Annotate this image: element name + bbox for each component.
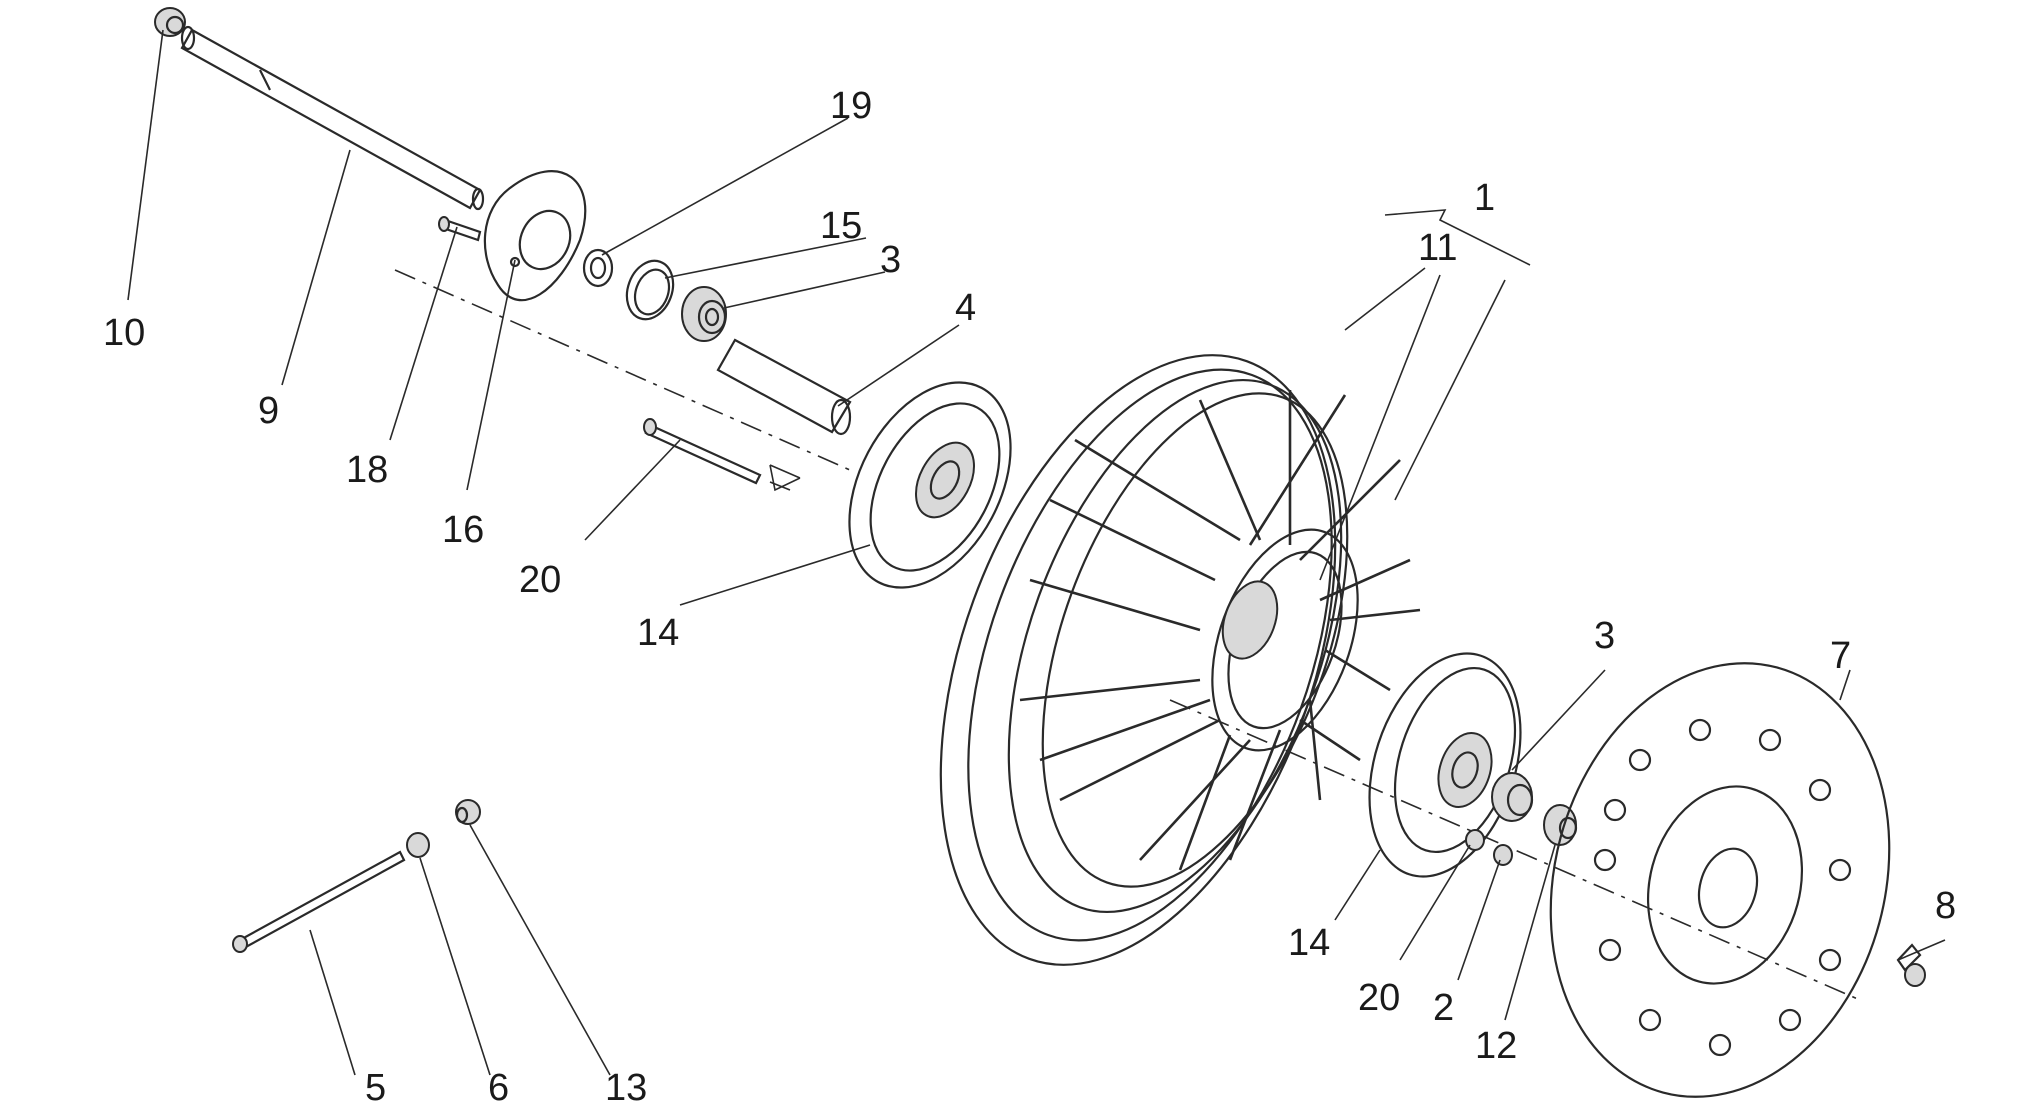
callout-14-left: 14 <box>637 612 679 654</box>
callout-3-bottom: 3 <box>1594 615 1615 657</box>
callout-15: 15 <box>820 205 862 247</box>
spacer-tube-4 <box>716 338 852 436</box>
anchor-plate-16 <box>483 170 587 302</box>
callout-14-right: 14 <box>1288 922 1330 964</box>
hub-cover-14-left <box>848 381 1012 589</box>
callout-16: 16 <box>442 509 484 551</box>
callout-12: 11 <box>1418 227 1457 269</box>
callout-2: 2 <box>1433 987 1454 1029</box>
washer-20 <box>1465 829 1485 851</box>
spoked-wheel-1 <box>939 354 1421 966</box>
disc-holes <box>1593 718 1852 1057</box>
callout-20: 20 <box>1358 977 1400 1019</box>
callout-19: 20 <box>519 559 561 601</box>
wheel-spokes <box>1019 390 1421 871</box>
bolt-8 <box>1896 943 1926 987</box>
brake-disc-7 <box>1549 662 1891 1098</box>
valve-13 <box>455 799 481 825</box>
bearing-3-bottom <box>1491 772 1534 822</box>
axle-nut-11 <box>154 7 186 37</box>
pin-19 <box>643 418 791 491</box>
spoke-tool-5 <box>232 850 406 953</box>
nut-2 <box>1493 844 1513 866</box>
bearing-3-top <box>681 286 727 342</box>
leader-lines <box>127 29 1946 1076</box>
circlip-15 <box>625 259 675 321</box>
pin-17 <box>438 216 482 242</box>
callout-4: 4 <box>955 287 976 329</box>
callout-1: 1 <box>1474 177 1495 219</box>
callout-10: 12 <box>1475 1025 1517 1067</box>
callout-5: 5 <box>365 1067 386 1103</box>
callout-17: 18 <box>346 449 388 491</box>
callout-18: 19 <box>830 85 872 127</box>
center-axis <box>394 269 1861 1001</box>
callout-13: 13 <box>605 1067 647 1103</box>
callout-7: 7 <box>1830 635 1851 677</box>
callout-labels: 10 9 18 16 20 14 19 15 3 4 1 11 3 7 8 14… <box>103 85 1956 1103</box>
callout-8: 8 <box>1935 885 1956 927</box>
callout-11: 10 <box>103 312 145 354</box>
nut-6 <box>406 832 430 858</box>
wheel-axle-9 <box>180 25 485 211</box>
callout-3-top: 3 <box>880 239 901 281</box>
callout-9: 9 <box>258 390 279 432</box>
spacer-18 <box>582 248 614 288</box>
callout-6: 6 <box>488 1067 509 1103</box>
